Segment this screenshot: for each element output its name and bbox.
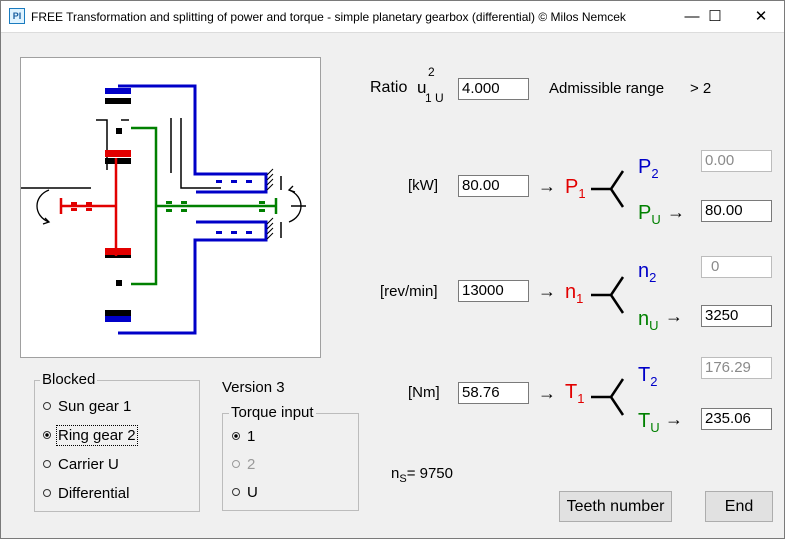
carrier-u xyxy=(131,126,278,286)
torque-out2-symbol: T2 xyxy=(638,364,658,389)
blocked-legend: Blocked xyxy=(40,371,98,388)
housing-hatch xyxy=(266,168,274,240)
sun-gear-1 xyxy=(59,158,118,256)
torque-input-radio-2: 2 xyxy=(232,456,255,473)
torque-unit-label: [Nm] xyxy=(408,384,440,401)
power-outu-symbol: PU xyxy=(638,202,661,227)
end-button[interactable]: End xyxy=(705,491,773,522)
input-shaft-lines xyxy=(21,118,306,238)
radio-label: Carrier U xyxy=(58,456,119,473)
speed-unit-label: [rev/min] xyxy=(380,283,438,300)
radio-dot xyxy=(232,460,240,468)
radio-dot xyxy=(43,460,51,468)
speed-input[interactable]: 13000 xyxy=(458,280,529,302)
app-icon: PI xyxy=(9,8,25,24)
radio-dot xyxy=(232,488,240,496)
radio-label: 1 xyxy=(247,428,256,445)
speed-out2-value: 0 xyxy=(701,256,772,278)
version-label: Version 3 xyxy=(222,379,285,396)
admissible-range-label: Admissible range xyxy=(549,80,665,97)
carrier-u-bearings xyxy=(166,201,265,212)
radio-dot xyxy=(43,402,51,410)
blocked-group xyxy=(34,380,200,512)
radio-label: Ring gear 2 xyxy=(56,425,138,446)
close-button[interactable]: ✕ xyxy=(754,8,768,25)
radio-dot-selected xyxy=(43,431,51,439)
blocked-radio-carrier-u[interactable]: Carrier U xyxy=(43,456,119,473)
rotation-arrows xyxy=(36,185,302,225)
radio-label: U xyxy=(247,484,258,501)
radio-label: Differential xyxy=(58,485,130,502)
ring-gear-2-lines xyxy=(118,84,268,335)
maximize-button[interactable]: ☐ xyxy=(708,8,722,25)
gearbox-diagram xyxy=(20,57,321,358)
power-input[interactable]: 80.00 xyxy=(458,175,529,197)
torque-in-symbol: T1 xyxy=(565,381,585,406)
torque-input-radio-1[interactable]: 1 xyxy=(232,428,255,445)
blocked-radio-ring-gear-2[interactable]: Ring gear 2 xyxy=(43,425,138,446)
title-bar: PI FREE Transformation and splitting of … xyxy=(1,1,784,32)
speed-split-icon xyxy=(591,276,625,314)
radio-label: 2 xyxy=(247,456,256,473)
ns-readout: nS= 9750 xyxy=(391,465,453,485)
speed-out2-symbol: n2 xyxy=(638,260,657,285)
admissible-range-value: > 2 xyxy=(690,80,712,97)
power-split-icon xyxy=(591,170,625,208)
ratio-superscript: 2 xyxy=(428,65,435,79)
torque-outu-arrow: → xyxy=(665,409,683,429)
blocked-radio-differential[interactable]: Differential xyxy=(43,485,129,502)
power-out2-symbol: P2 xyxy=(638,156,659,181)
radio-label: Sun gear 1 xyxy=(58,398,132,415)
blocked-radio-sun-gear-1[interactable]: Sun gear 1 xyxy=(43,398,131,415)
torque-out2-value: 176.29 xyxy=(701,357,772,379)
ratio-symbol: u xyxy=(417,78,427,97)
speed-in-symbol: n1 xyxy=(565,281,584,306)
ratio-label: Ratio xyxy=(370,79,408,96)
torque-outu-value[interactable]: 235.06 xyxy=(701,408,772,430)
torque-input-legend: Torque input xyxy=(229,404,316,421)
radio-dot-selected xyxy=(232,432,240,440)
minimize-button[interactable]: — xyxy=(684,8,700,25)
speed-outu-value[interactable]: 3250 xyxy=(701,305,772,327)
radio-dot xyxy=(43,489,51,497)
speed-outu-arrow: → xyxy=(665,306,683,326)
power-outu-value[interactable]: 80.00 xyxy=(701,200,772,222)
power-arrow: → xyxy=(538,176,556,196)
sun-gear-1-teeth xyxy=(71,150,131,255)
speed-outu-symbol: nU xyxy=(638,308,659,333)
power-outu-arrow: → xyxy=(667,202,685,222)
torque-input-radio-u[interactable]: U xyxy=(232,484,258,501)
torque-arrow: → xyxy=(538,383,556,403)
window-title: FREE Transformation and splitting of pow… xyxy=(31,10,626,24)
ratio-input[interactable]: 4.000 xyxy=(458,78,529,100)
power-unit-label: [kW] xyxy=(408,177,438,194)
torque-split-icon xyxy=(591,378,625,416)
client-top-edge xyxy=(1,32,784,33)
ratio-subscript: 1 U xyxy=(425,91,444,105)
power-in-symbol: P1 xyxy=(565,176,586,201)
gearbox-schematic xyxy=(21,84,306,335)
ring-gear-2-teeth xyxy=(105,88,252,322)
torque-input[interactable]: 58.76 xyxy=(458,382,529,404)
torque-outu-symbol: TU xyxy=(638,410,660,435)
speed-arrow: → xyxy=(538,281,556,301)
power-out2-value: 0.00 xyxy=(701,150,772,172)
teeth-number-button[interactable]: Teeth number xyxy=(559,491,672,522)
